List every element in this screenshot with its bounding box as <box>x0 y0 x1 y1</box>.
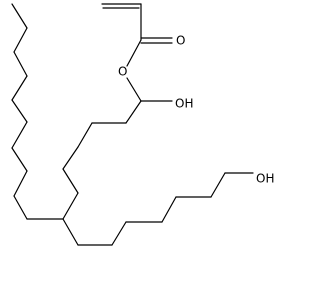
octyl-chain-bond <box>11 121 28 149</box>
ester-carbon-oxygen-bond <box>126 39 142 67</box>
carbonyl-oxygen-label: O <box>176 34 185 48</box>
upper-alkyl-chain-bond <box>62 168 79 194</box>
octyl-chain-bond <box>13 51 28 77</box>
hydroxyhexyl-chain-bond <box>62 218 79 246</box>
hemiacetal-hydroxyl-label: OH <box>175 97 193 111</box>
ester-oxygen-label: O <box>118 65 127 79</box>
octyl-chain-bond <box>13 27 28 53</box>
hydroxyhexyl-chain-bond <box>210 172 226 198</box>
upper-alkyl-chain-bond <box>62 192 79 220</box>
octyl-chain-bond <box>11 3 28 29</box>
hydroxyhexyl-chain-bond <box>161 196 177 223</box>
hydroxyhexyl-chain-bond <box>111 221 127 246</box>
upper-alkyl-chain-bond <box>125 100 142 124</box>
octyl-chain-bond <box>13 195 28 220</box>
octyl-chain-bond <box>13 170 28 197</box>
upper-alkyl-chain-bond <box>77 122 93 148</box>
atom-labels: O O OH OH <box>118 34 274 186</box>
ester-oxygen-to-hemiacetal-bond <box>126 77 142 102</box>
octyl-chain-bond <box>11 147 28 172</box>
octyl-chain-bond <box>11 75 28 101</box>
terminal-hydroxyl-label: OH <box>256 172 274 186</box>
chemical-structure-diagram: O O OH OH <box>11 3 274 246</box>
bond-lines <box>11 3 254 246</box>
octyl-chain-bond <box>11 99 28 123</box>
upper-alkyl-chain-bond <box>62 146 79 170</box>
